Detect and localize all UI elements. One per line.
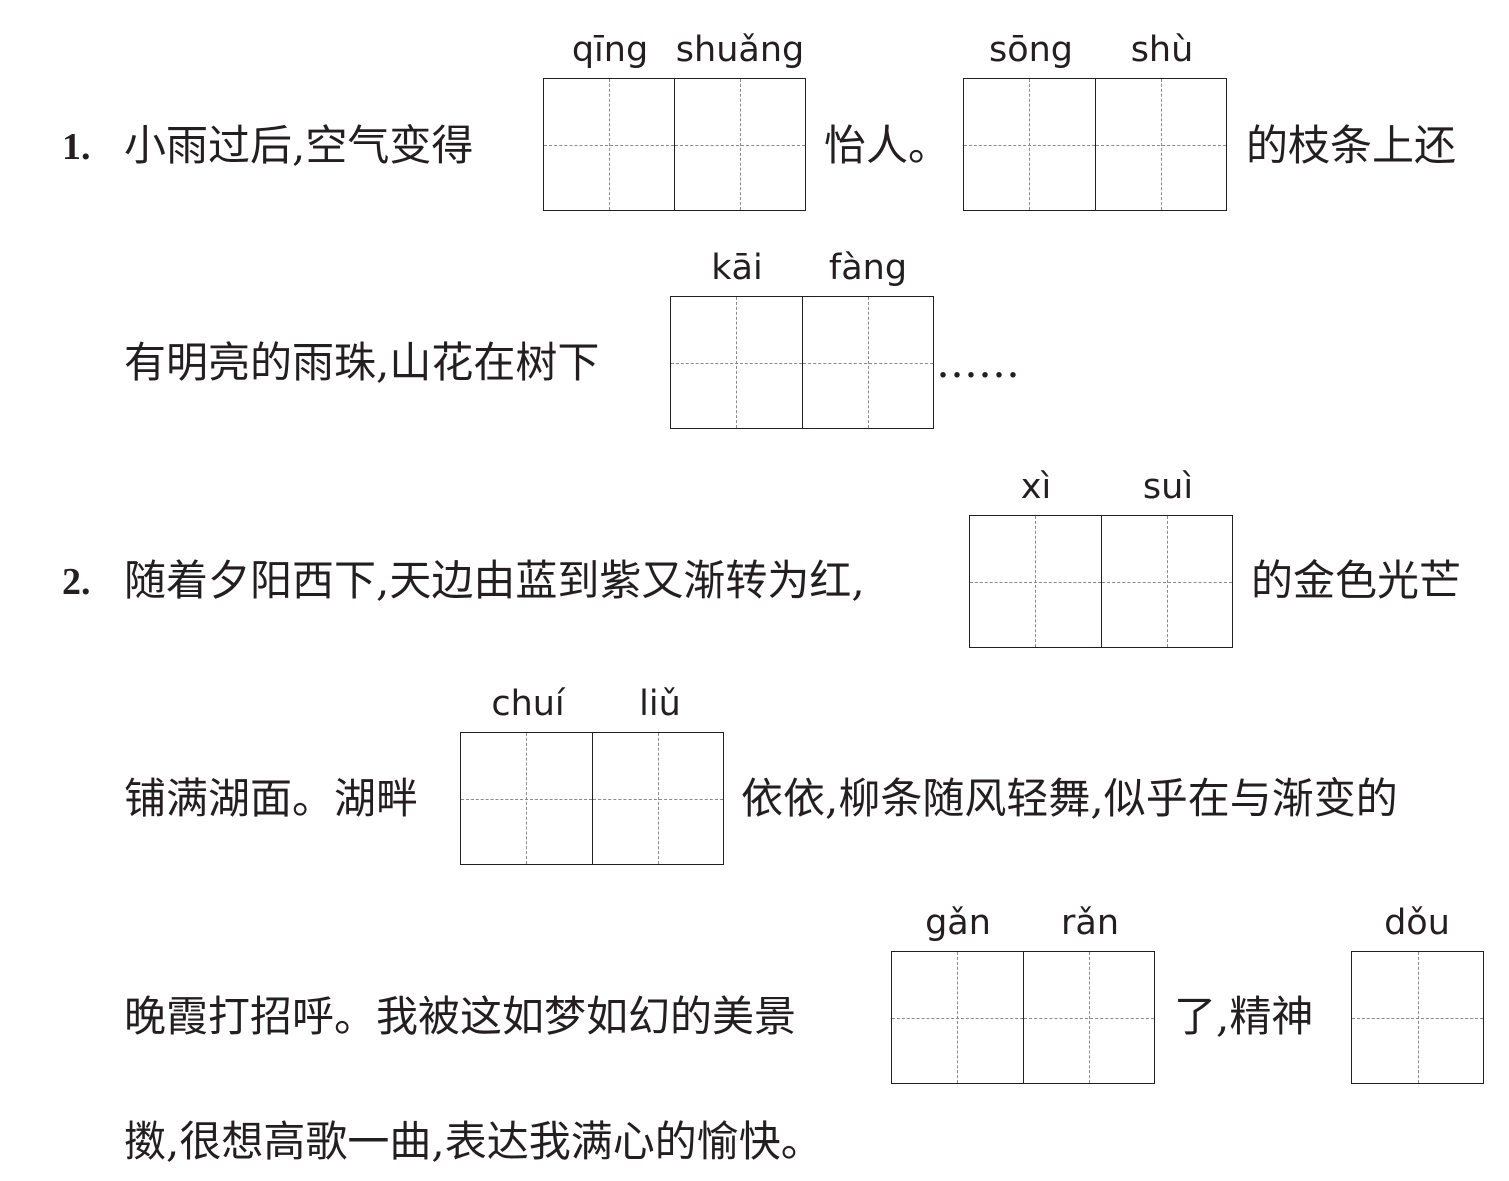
pinyin: gǎn <box>925 903 991 943</box>
question-number: 2. <box>62 561 91 603</box>
question-text: 随着夕阳西下,天边由蓝到紫又渐转为红, <box>124 556 865 605</box>
answer-box-dou[interactable] <box>1351 951 1484 1084</box>
pinyin: qīng <box>571 30 649 70</box>
answer-cell[interactable] <box>1100 516 1233 647</box>
answer-cell[interactable] <box>591 733 724 864</box>
question-text: 晚霞打招呼。我被这如梦如幻的美景 <box>124 992 797 1041</box>
answer-box-ganran[interactable] <box>891 951 1155 1084</box>
pinyin: xì <box>1020 467 1052 507</box>
pinyin: fàng <box>828 248 908 288</box>
pinyin: shuǎng <box>675 30 805 70</box>
answer-box-qingshuang[interactable] <box>543 78 806 211</box>
answer-cell[interactable] <box>1022 952 1155 1083</box>
answer-cell[interactable] <box>964 79 1095 210</box>
pinyin: kāi <box>711 248 763 288</box>
question-text: 依依,柳条随风轻舞,似乎在与渐变的 <box>741 774 1398 823</box>
answer-box-xisui[interactable] <box>969 515 1233 648</box>
question-text: 的枝条上还 <box>1246 121 1457 170</box>
pinyin: dǒu <box>1384 903 1450 943</box>
question-text: 了,精神 <box>1174 992 1314 1041</box>
pinyin: sōng <box>988 30 1074 70</box>
answer-cell[interactable] <box>544 79 674 210</box>
question-text: 擞,很想高歌一曲,表达我满心的愉快。 <box>124 1117 823 1166</box>
answer-box-kaifang[interactable] <box>670 296 934 429</box>
pinyin: chuí <box>491 684 565 724</box>
pinyin: suì <box>1142 467 1194 507</box>
question-text: 怡人。 <box>824 121 951 170</box>
question-text: 小雨过后,空气变得 <box>124 121 474 170</box>
pinyin: shù <box>1130 30 1194 70</box>
answer-cell[interactable] <box>970 516 1101 647</box>
question-text: 有明亮的雨珠,山花在树下 <box>124 338 600 387</box>
answer-cell[interactable] <box>1352 952 1483 1083</box>
answer-box-chuiliu[interactable] <box>460 732 724 865</box>
answer-cell[interactable] <box>461 733 592 864</box>
question-text: 铺满湖面。湖畔 <box>124 774 419 823</box>
answer-cell[interactable] <box>671 297 802 428</box>
question-text: …… <box>936 338 1020 387</box>
pinyin: liǔ <box>639 684 681 724</box>
answer-cell[interactable] <box>892 952 1023 1083</box>
question-text: 的金色光芒 <box>1251 556 1462 605</box>
question-number: 1. <box>62 126 91 168</box>
answer-cell[interactable] <box>1094 79 1227 210</box>
answer-cell[interactable] <box>674 79 805 210</box>
answer-cell[interactable] <box>801 297 934 428</box>
pinyin: rǎn <box>1060 903 1120 943</box>
answer-box-songshu[interactable] <box>963 78 1227 211</box>
